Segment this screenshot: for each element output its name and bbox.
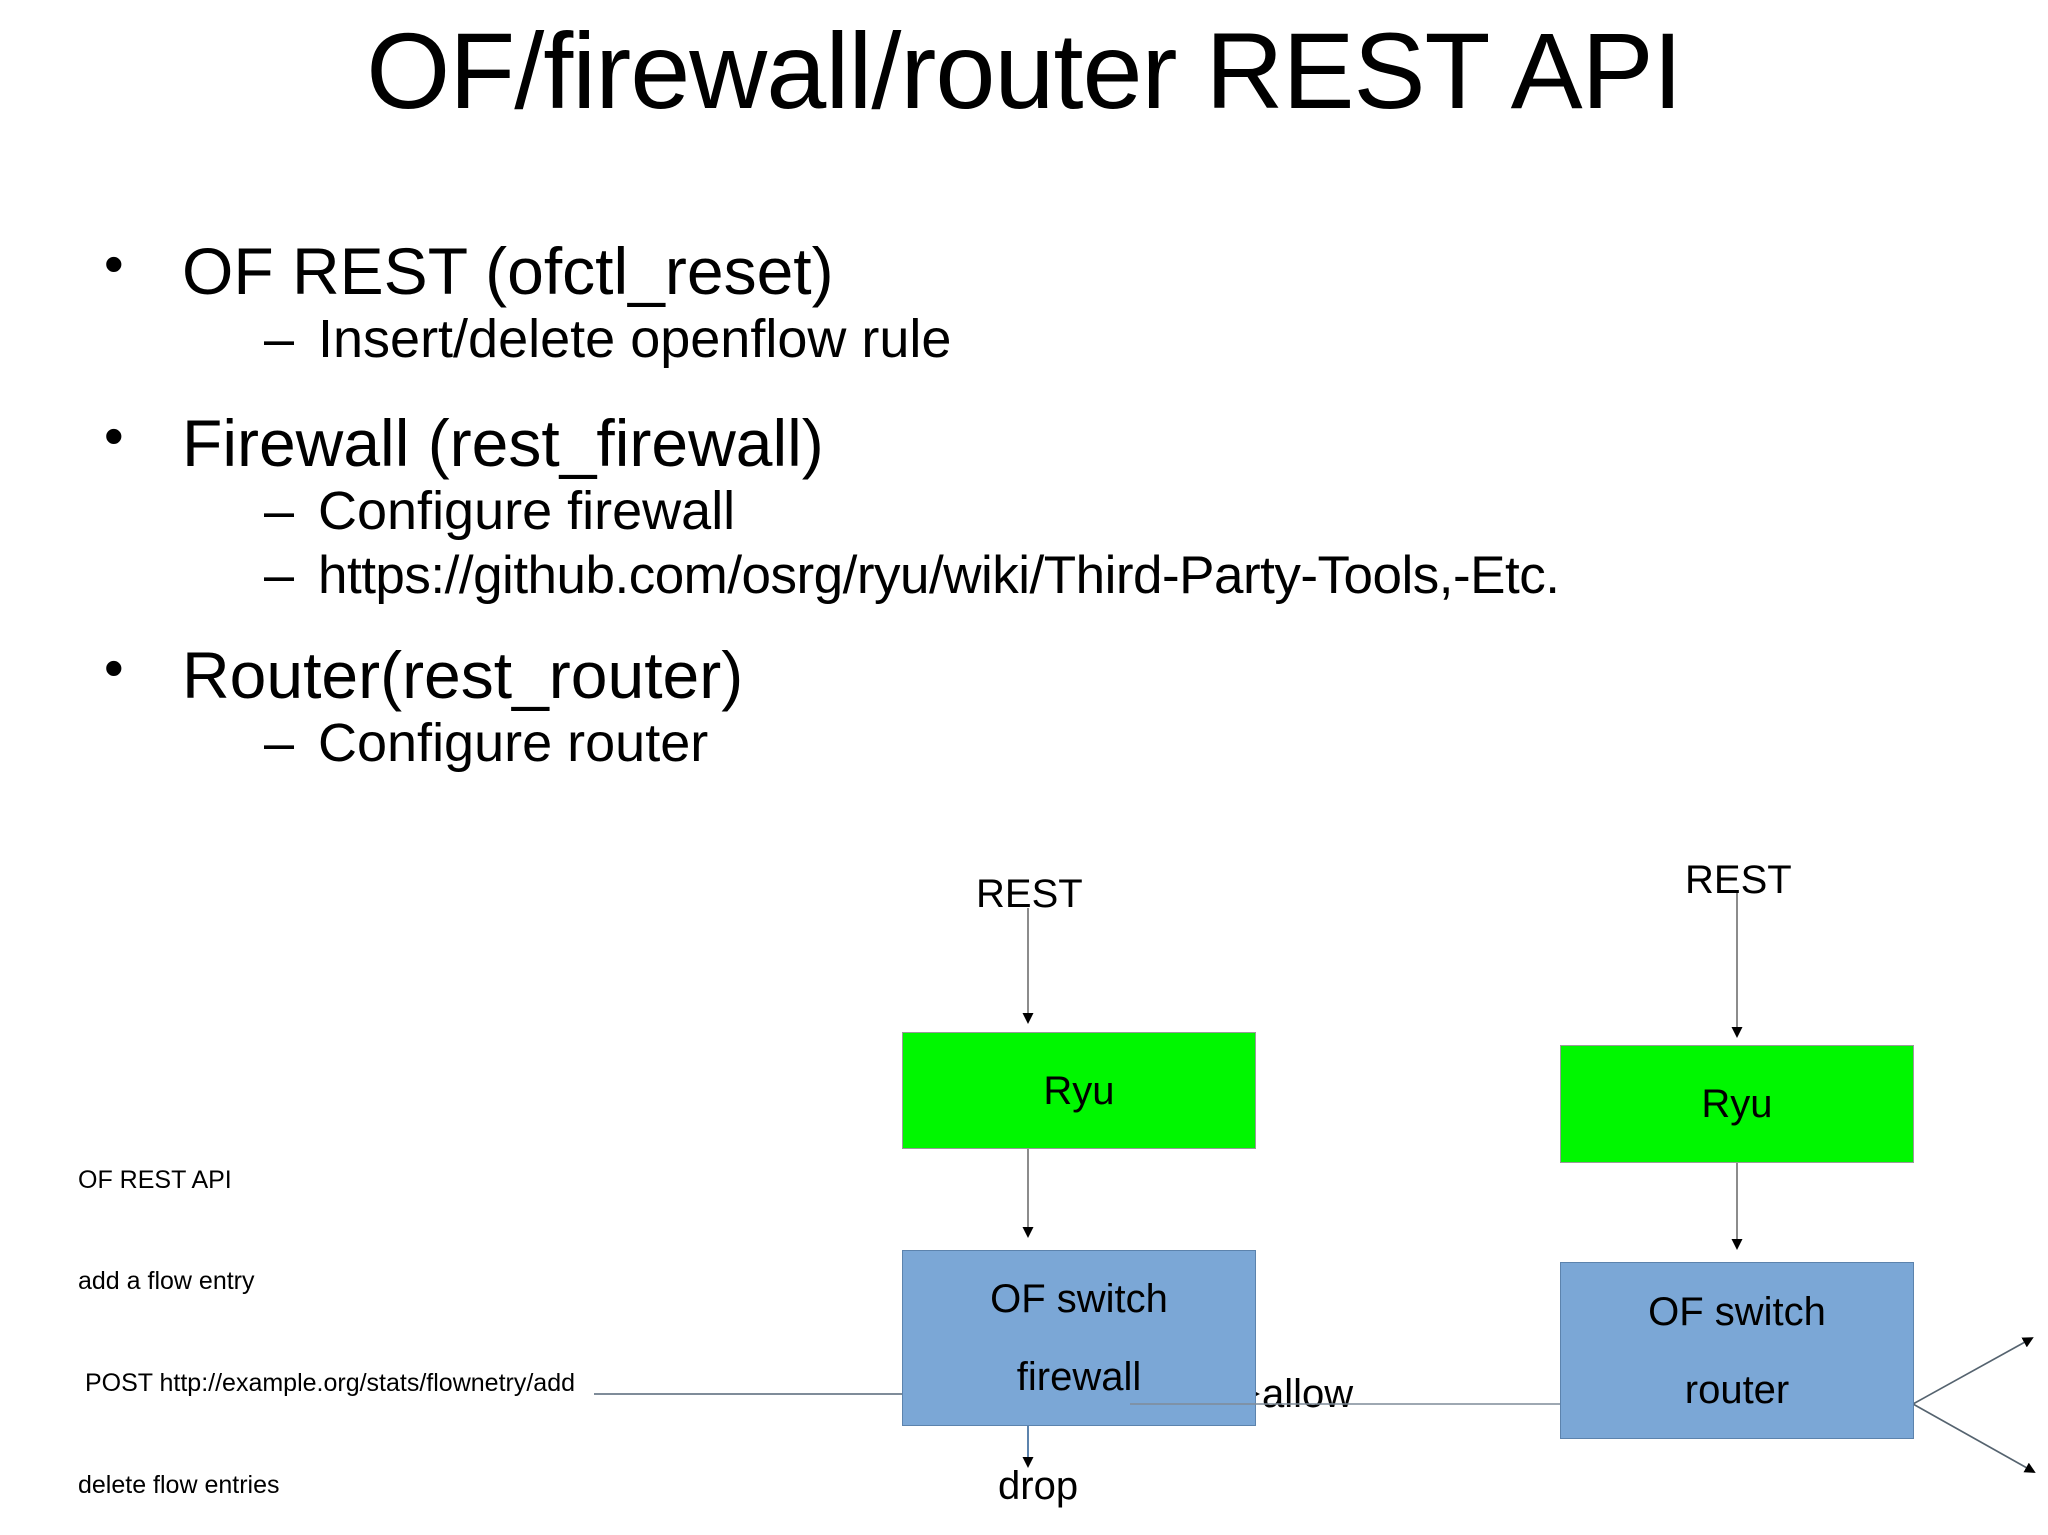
bullet-text: Configure router: [318, 713, 709, 773]
controller-label: Ryu: [1043, 1068, 1115, 1113]
page-title: OF/firewall/router REST API: [366, 10, 1682, 131]
bullet-text: Configure firewall: [318, 481, 736, 541]
firewall-diagram-connectors: [594, 908, 1260, 1468]
note-line: delete flow entries: [78, 1470, 280, 1499]
switch-label-line1: OF switch: [1648, 1289, 1826, 1334]
switch-box-router[interactable]: OF switch router: [1560, 1262, 1914, 1439]
switch-label-line2: firewall: [1016, 1355, 1142, 1399]
bullet-item-router: • Router(rest_router): [96, 636, 2048, 709]
bullet-item-insert-delete: – Insert/delete openflow rule: [96, 312, 2048, 366]
note-line: OF REST API: [78, 1165, 232, 1194]
arrow-route-up: [1912, 1337, 2034, 1405]
label-rest: REST: [976, 872, 1083, 916]
bullet-text: Insert/delete openflow rule: [318, 309, 952, 369]
controller-label: Ryu: [1701, 1082, 1773, 1126]
label-rest: REST: [1685, 858, 1792, 902]
controller-box-ryu[interactable]: Ryu: [1560, 1045, 1914, 1163]
router-diagram: REST Ryu OF switch router: [1130, 860, 2048, 1535]
bullet-item-configure-firewall: – Configure firewall: [96, 484, 2048, 538]
bullet-marker-disc: •: [104, 636, 124, 699]
bullet-marker-dash: –: [264, 481, 295, 541]
bullet-text: Router(rest_router): [182, 638, 744, 712]
bullet-marker-disc: •: [104, 404, 124, 467]
bullet-marker-dash: –: [264, 545, 295, 605]
note-line: POST http://example.org/stats/flownetry/…: [78, 1369, 575, 1397]
bullet-item-firewall: • Firewall (rest_firewall): [96, 404, 2048, 477]
switch-label-line2: router: [1684, 1367, 1790, 1412]
bullet-marker-disc: •: [104, 232, 124, 295]
bullet-item-github-link: – https://github.com/osrg/ryu/wiki/Third…: [96, 548, 2048, 602]
label-allow: allow: [1262, 1372, 1354, 1416]
label-drop: drop: [998, 1464, 1079, 1508]
bullet-marker-dash: –: [264, 309, 295, 369]
bullet-marker-dash: –: [264, 713, 295, 773]
bullet-text: Firewall (rest_firewall): [182, 406, 824, 480]
bullet-item-of-rest: • OF REST (ofctl_reset): [96, 232, 2048, 305]
controller-box-ryu[interactable]: Ryu: [902, 1032, 1256, 1149]
switch-box-firewall[interactable]: OF switch firewall: [902, 1250, 1256, 1426]
switch-label-line1: OF switch: [990, 1277, 1168, 1321]
bullet-outline: • OF REST (ofctl_reset) – Insert/delete …: [96, 232, 2048, 780]
note-line: add a flow entry: [78, 1267, 255, 1296]
github-wiki-url[interactable]: https://github.com/osrg/ryu/wiki/Third-P…: [318, 546, 1560, 605]
of-rest-api-note: OF REST API add a flow entry POST http:/…: [78, 1096, 624, 1535]
bullet-item-configure-router: – Configure router: [96, 716, 2048, 770]
arrow-route-down: [1912, 1403, 2036, 1473]
firewall-diagram: REST Ryu OF switch firewall allow drop: [594, 874, 1353, 1535]
bullet-text: OF REST (ofctl_reset): [182, 234, 834, 308]
